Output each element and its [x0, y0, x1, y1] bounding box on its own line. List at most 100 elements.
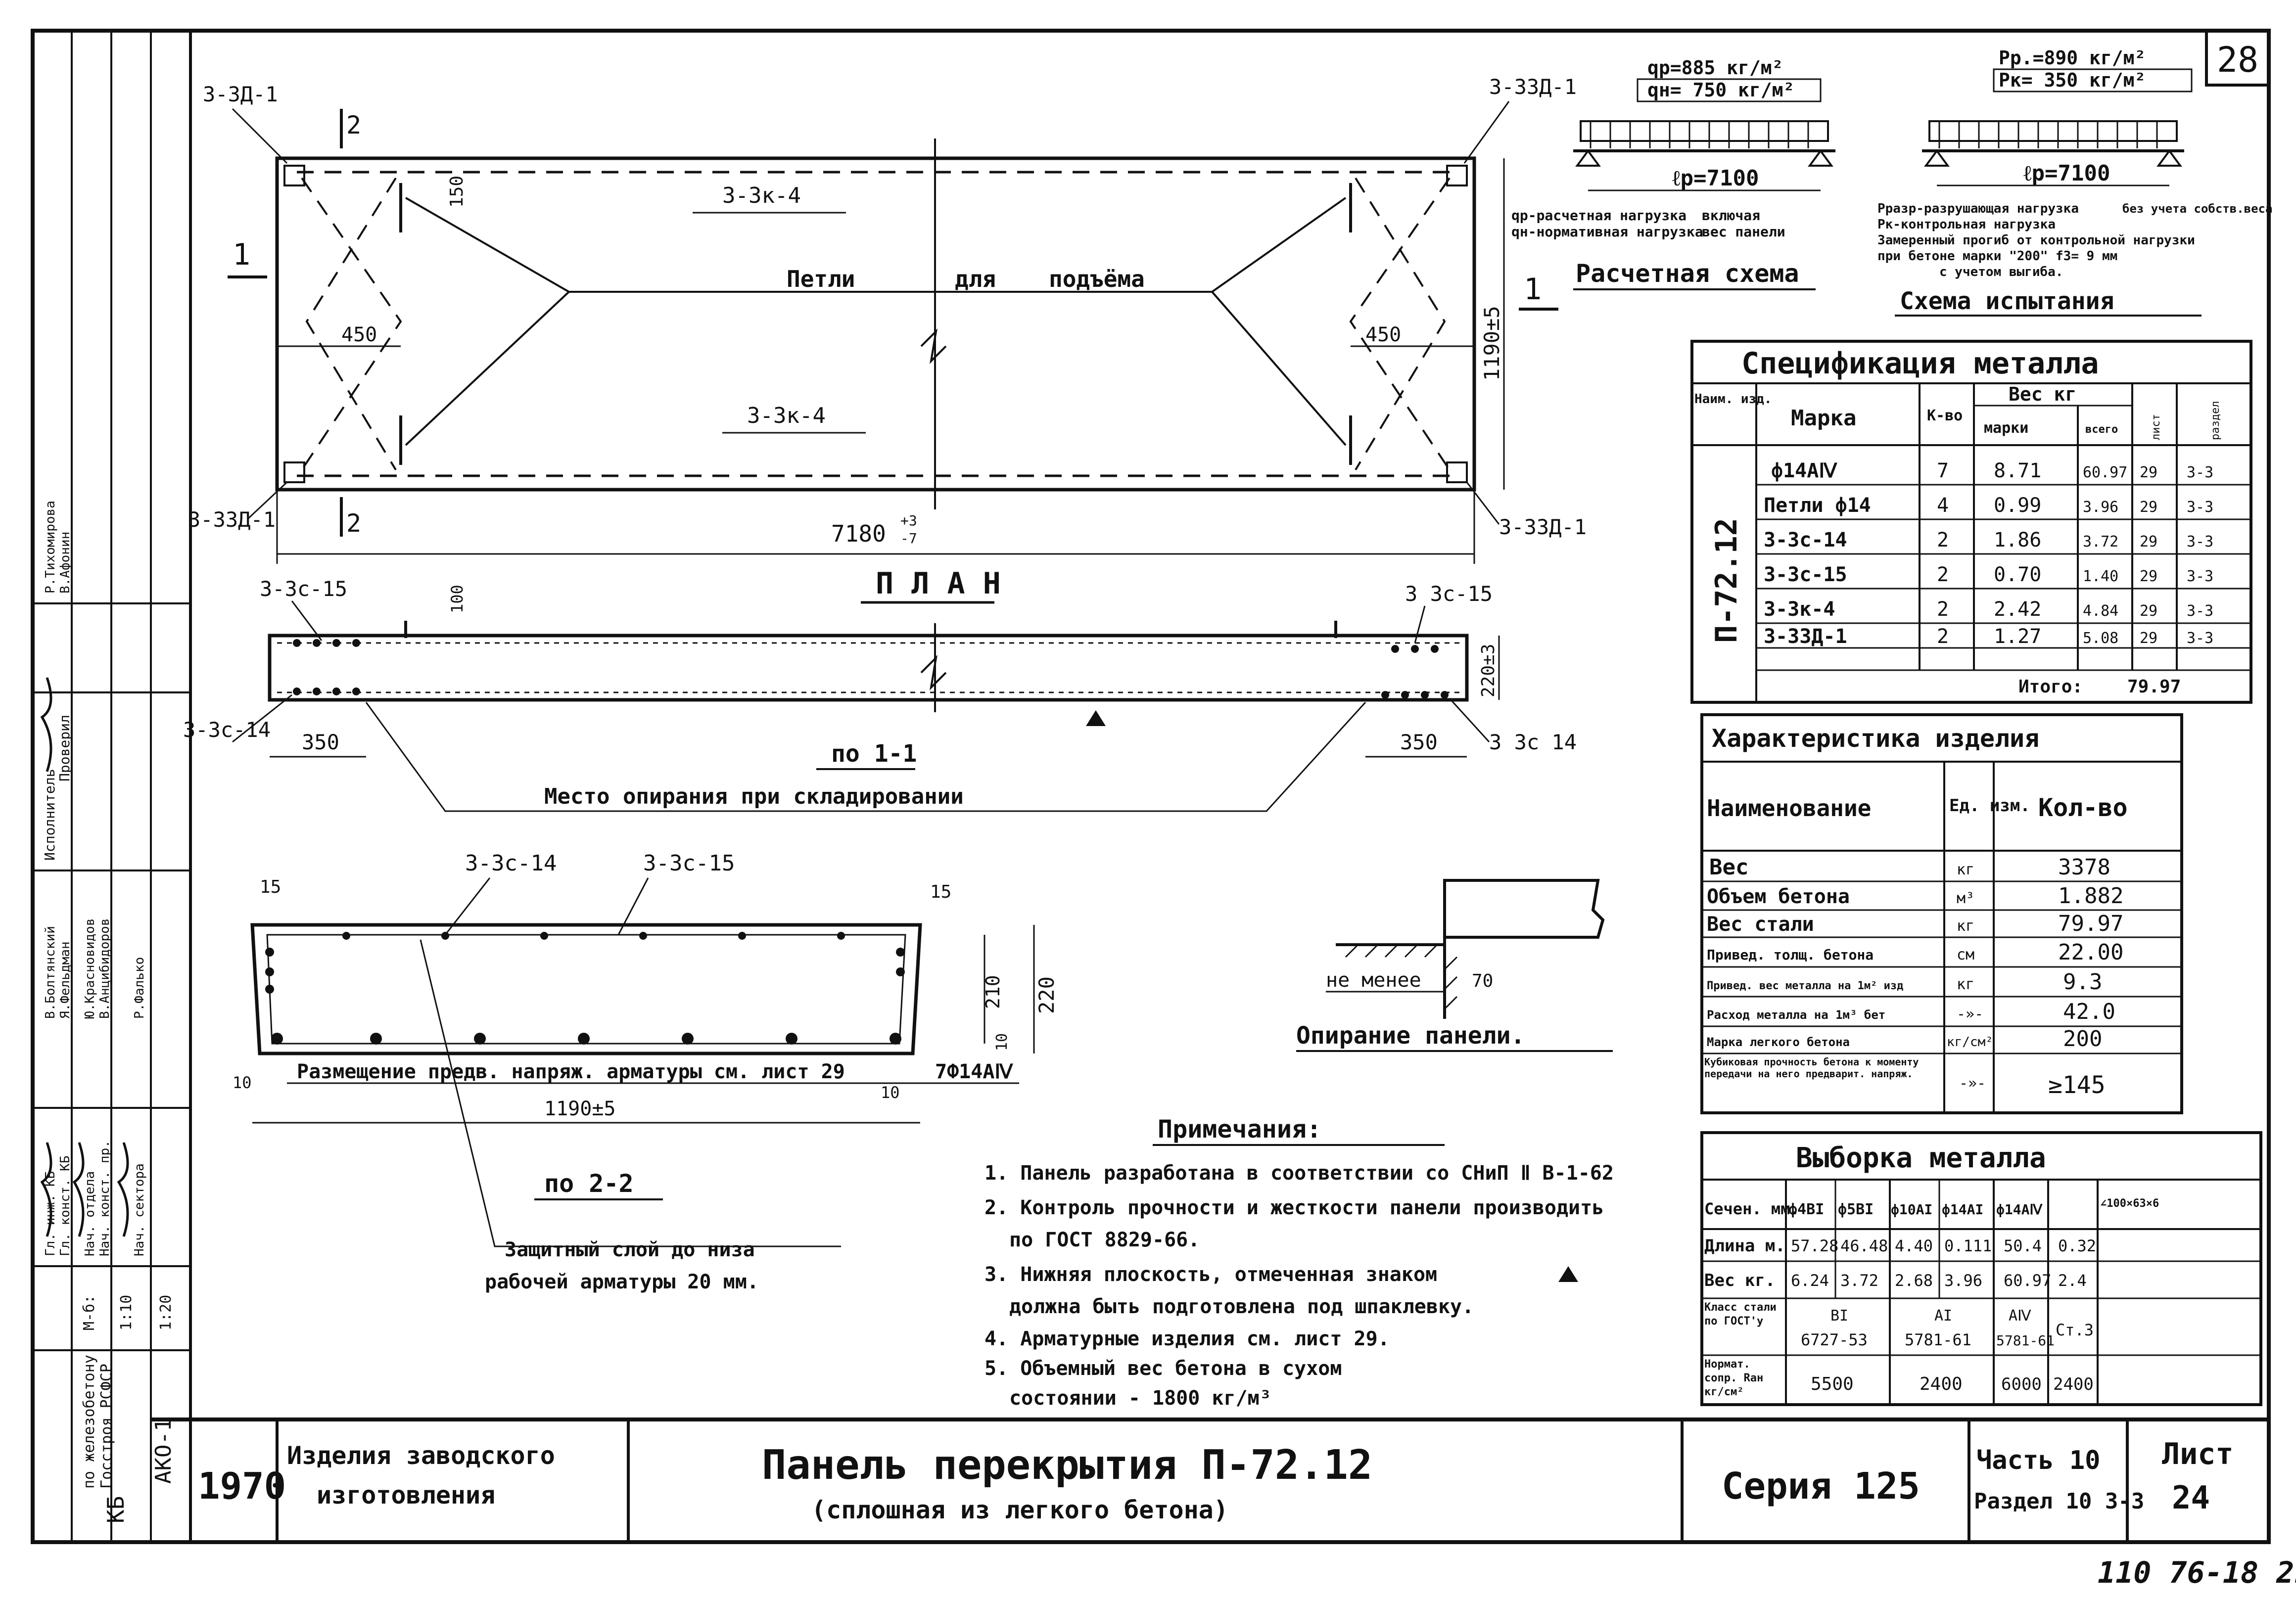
- class-st: Ст.3: [2056, 1321, 2094, 1339]
- cell: кг: [1957, 976, 1974, 993]
- rebar-spec: 7Ф14АⅣ: [935, 1060, 1013, 1083]
- dim-220: 220: [1034, 976, 1059, 1014]
- cell: Привед. вес металла на 1м² изд: [1707, 980, 1903, 992]
- cell: ф14АⅣ: [1771, 459, 1837, 482]
- label-33d1-tl: 3-3Д-1: [203, 82, 278, 106]
- svg-text:46.48: 46.48: [1840, 1236, 1888, 1255]
- loops-text-3: подъёма: [1049, 266, 1145, 292]
- cover-text-2: рабочей арматуры 20 мм.: [485, 1271, 759, 1293]
- not-less-label: не менее: [1326, 969, 1421, 992]
- cell: 3-33Д-1: [1764, 625, 1847, 648]
- section-outline: [268, 634, 1469, 702]
- title-block: 1970 Изделия заводского изготовления Пан…: [151, 1418, 2269, 1542]
- svg-text:ф10АI: ф10АI: [1891, 1201, 1932, 1218]
- dim-150: 150: [447, 176, 467, 208]
- frame-left-2: [305, 177, 397, 471]
- char-col-name: Наименование: [1707, 795, 1871, 822]
- svg-text:57.28: 57.28: [1791, 1236, 1838, 1255]
- year: 1970: [198, 1465, 286, 1508]
- svg-text:2.4: 2.4: [2058, 1271, 2087, 1290]
- label-3c14: 3-3с-14: [465, 851, 557, 876]
- metal-w: 6.24 3.72 2.68 3.96 60.97 2.4: [1791, 1271, 2087, 1290]
- legend-1: Рразр-разрушающая нагрузка: [1877, 201, 2079, 216]
- dim-10-bottom: 10: [881, 1083, 900, 1102]
- name: Ю.Красновидов: [83, 918, 97, 1019]
- part-1: Часть 10: [1976, 1446, 2100, 1475]
- class-a1-gost: 5781-61: [1905, 1330, 1971, 1349]
- executor-name: Р.Тихомирова: [43, 501, 58, 594]
- cell: см: [1957, 946, 1974, 963]
- cell: 4: [1937, 494, 1949, 517]
- test-scheme: Рр.=890 кг/м² Рк= 350 кг/м² ℓр=7100 Рраз…: [1877, 47, 2272, 317]
- leader: [617, 877, 649, 935]
- name: В.Болтянский: [43, 926, 58, 1019]
- cage-outline: [266, 934, 906, 1045]
- section11-title: по 1-1: [831, 740, 917, 768]
- note-1: 1. Панель разработана в соответствии со …: [984, 1162, 1614, 1185]
- leader: [1449, 697, 1490, 743]
- label-33d1-bl: 3-33Д-1: [188, 507, 276, 532]
- dim-10-right: 10: [993, 1033, 1011, 1051]
- cell: Марка легкого бетона: [1707, 1035, 1850, 1049]
- signature: [72, 1142, 85, 1237]
- cell: 3-3: [2187, 464, 2213, 481]
- side-org-3: Госстроя РСФСР: [98, 1364, 115, 1489]
- spec-table: Спецификация металла Наим. изд. Марка К-…: [1690, 340, 2252, 704]
- cover-text-1: Защитный слой до низа: [505, 1238, 755, 1261]
- dim-220: 220±3: [1478, 644, 1499, 697]
- sheet-value: 24: [2172, 1480, 2210, 1516]
- cell: 1.27: [1994, 625, 2041, 648]
- name: Я.Фельдман: [58, 941, 73, 1019]
- legend-2: Рк-контрольная нагрузка: [1877, 217, 2056, 232]
- cell: 0.99: [1994, 494, 2041, 517]
- cell: 4.84: [2083, 602, 2118, 620]
- leader: [1414, 605, 1426, 643]
- rebar-text: Размещение предв. напряж. арматуры см. л…: [297, 1060, 845, 1083]
- note-5: 5. Объемный вес бетона в сухом: [984, 1357, 1342, 1380]
- supports: [1924, 149, 2182, 167]
- cell: 2: [1937, 563, 1949, 586]
- class-b1: ВI: [1830, 1307, 1848, 1325]
- cell: 29: [2140, 602, 2157, 620]
- section-outline: [250, 923, 922, 1055]
- legend-4: при бетоне марки "200" f3= 9 мм: [1877, 249, 2117, 264]
- cover-leader: [420, 939, 841, 1247]
- cell: 7: [1937, 459, 1949, 482]
- leader: [232, 108, 288, 164]
- svg-text:2.68: 2.68: [1895, 1271, 1933, 1290]
- corner-plate: [283, 461, 305, 483]
- plan-title: П Л А Н: [876, 566, 1001, 601]
- product-name: Панель перекрытия П-72.12: [762, 1442, 1372, 1489]
- note-5b: состоянии - 1800 кг/м³: [1009, 1387, 1271, 1410]
- cell: 29: [2140, 464, 2157, 481]
- note-3: 3. Нижняя плоскость, отмеченная знаком: [984, 1263, 1437, 1286]
- section-mark-1-right: 1: [1524, 272, 1542, 307]
- svg-text:6.24: 6.24: [1791, 1271, 1829, 1290]
- leader: [291, 600, 323, 641]
- dim-350-right: 350: [1400, 730, 1438, 754]
- leader: [1466, 482, 1500, 525]
- label-3c14-left: 3-3с-14: [183, 718, 271, 742]
- cell: 29: [2140, 533, 2157, 550]
- cell: 3-3к-4: [1764, 598, 1835, 621]
- loops-text-2: для: [955, 266, 996, 292]
- class-a4: АⅣ: [2009, 1307, 2031, 1325]
- side-org: КБ: [102, 1496, 129, 1523]
- note-2b: по ГОСТ 8829-66.: [1009, 1229, 1200, 1251]
- signature: [117, 1142, 129, 1237]
- cell: 3.96: [2083, 499, 2118, 516]
- row-len-label: Длина м.: [1704, 1236, 1785, 1256]
- notes: Примечания: 1. Панель разработана в соот…: [984, 1115, 1614, 1410]
- dim-10-left: 10: [233, 1073, 252, 1092]
- plaster-mark: [1558, 1266, 1578, 1282]
- class-b1-gost: 6727-53: [1801, 1330, 1868, 1349]
- row-w-label: Вес кг.: [1704, 1271, 1775, 1290]
- label-33d1-br: 3-33Д-1: [1499, 515, 1587, 539]
- panel-end: [1443, 879, 1605, 939]
- dim-1190: 1190±5: [544, 1098, 616, 1120]
- dim-450-right: 450: [1365, 323, 1401, 346]
- cell: 1.40: [2083, 568, 2118, 585]
- class-a1: АI: [1934, 1307, 1952, 1325]
- spec-rows: ф14АⅣ 7 8.71 60.97 29 3-3 Петли ф14 4 0.…: [1764, 459, 2213, 648]
- load-label-box: [1637, 78, 1822, 102]
